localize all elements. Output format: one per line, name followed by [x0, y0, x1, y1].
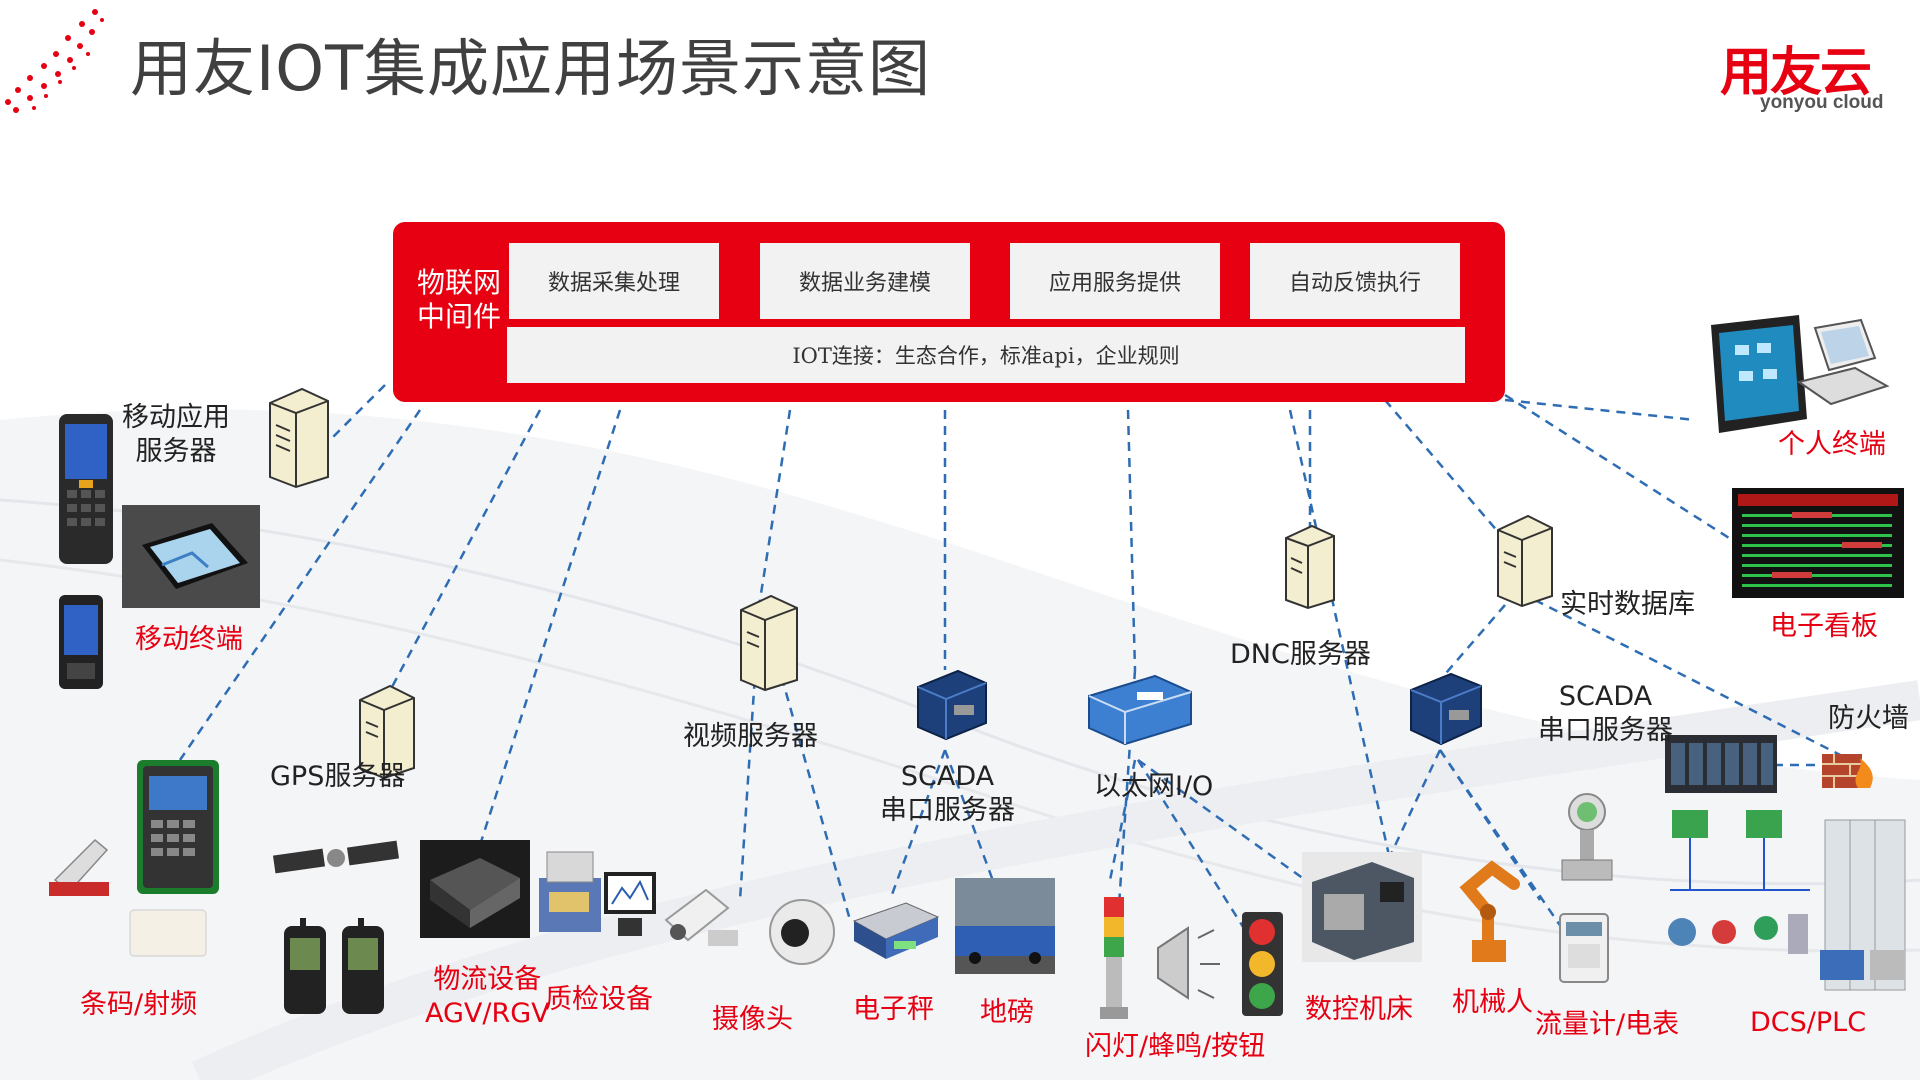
- page-title: 用友IOT集成应用场景示意图: [130, 32, 931, 105]
- middleware-connection-bar: IOT连接：生态合作，标准api，企业规则: [507, 327, 1465, 383]
- firewall-icon: [1822, 754, 1873, 788]
- gps-server-icon: [359, 684, 415, 780]
- signal-tower-light-icon: [1100, 897, 1128, 1019]
- light-buzzer-button-label: 闪灯/蜂鸣/按钮: [1085, 1031, 1266, 1062]
- industrial-robot-icon: [1459, 860, 1520, 962]
- middleware-item-app-service: 应用服务提供: [1010, 243, 1220, 319]
- handheld-pda-icon: [59, 414, 113, 564]
- dcs-plc-system-diagram-icon: [1668, 810, 1906, 991]
- red-dot-decoration: [5, 9, 104, 113]
- tablet-icon: [122, 505, 260, 608]
- gps-satellite-icon: [272, 840, 400, 874]
- middleware-item-data-collection: 数据采集处理: [509, 243, 719, 319]
- dnc-server-icon: [1285, 524, 1335, 610]
- scada-serial-server-label: SCADA 串口服务器: [880, 761, 1015, 826]
- scada-serial-server-right-label: SCADA 串口服务器: [1538, 681, 1673, 746]
- realtime-db-label: 实时数据库: [1560, 589, 1695, 620]
- gps-handheld-icon: [284, 918, 326, 1014]
- weighbridge-icon: [955, 878, 1055, 974]
- yonyou-logo-subtitle: yonyou cloud: [1760, 92, 1884, 113]
- rfid-terminal-icon: [137, 760, 219, 894]
- electronic-board-icon: [1732, 488, 1904, 598]
- electric-meter-icon: [1559, 913, 1609, 983]
- robot-label: 机械人: [1452, 987, 1533, 1018]
- qc-monitor-icon: [604, 872, 656, 936]
- flow-meter-label: 流量计/电表: [1535, 1009, 1680, 1040]
- mobile-phone-icon: [59, 595, 103, 689]
- cnc-machine-label: 数控机床: [1305, 994, 1413, 1025]
- cnc-machine-icon: [1302, 852, 1422, 962]
- electronic-board-label: 电子看板: [1770, 611, 1878, 642]
- buzzer-icon: [1157, 926, 1220, 1000]
- rf-card-icon: [129, 909, 207, 957]
- electronic-scale-icon: [852, 902, 940, 959]
- mobile-terminal-label: 移动终端: [135, 624, 243, 655]
- agv-device-icon: [420, 840, 530, 938]
- qc-instrument-icon: [539, 851, 601, 932]
- serial-server-icon: [917, 669, 987, 741]
- flow-meter-icon: [1561, 793, 1613, 881]
- desktop-computer-icon: [1796, 318, 1890, 406]
- middleware-item-data-modeling: 数据业务建模: [760, 243, 970, 319]
- dnc-server-label: DNC服务器: [1230, 639, 1371, 670]
- mobile-app-server-label: 移动应用 服务器: [122, 402, 230, 467]
- plc-rack-icon: [1665, 735, 1777, 793]
- video-server-icon: [740, 594, 798, 692]
- yonyou-logo: 用友云: [1720, 43, 1872, 103]
- industrial-panel-pc-icon: [1711, 315, 1807, 433]
- ethernet-io-label: 以太网I/O: [1094, 771, 1214, 802]
- logistics-device-label: 物流设备 AGV/RGV: [425, 964, 550, 1029]
- dcs-plc-label: DCS/PLC: [1750, 1007, 1867, 1038]
- weighbridge-label: 地磅: [980, 997, 1034, 1028]
- server-icon: [269, 387, 329, 489]
- electronic-scale-label: 电子秤: [853, 994, 934, 1025]
- barcode-rfid-label: 条码/射频: [80, 989, 198, 1020]
- security-camera-icon: [664, 888, 738, 946]
- ethernet-io-icon: [1088, 674, 1192, 746]
- camera-label: 摄像头: [712, 1004, 793, 1035]
- realtime-db-server-icon: [1497, 514, 1553, 607]
- button-light-icon: [1242, 912, 1283, 1016]
- dome-camera-icon: [769, 899, 835, 965]
- video-server-label: 视频服务器: [683, 721, 818, 752]
- middleware-item-auto-feedback: 自动反馈执行: [1250, 243, 1460, 319]
- gps-server-label: GPS服务器: [270, 761, 406, 792]
- qc-device-label: 质检设备: [545, 984, 653, 1015]
- personal-terminal-label: 个人终端: [1778, 429, 1886, 460]
- gps-handheld-icon: [342, 918, 384, 1014]
- firewall-label: 防火墙: [1828, 703, 1909, 734]
- barcode-scanner-icon: [49, 838, 109, 896]
- serial-server-right-icon: [1410, 672, 1482, 746]
- middleware-label: 物联网中间件: [417, 266, 502, 333]
